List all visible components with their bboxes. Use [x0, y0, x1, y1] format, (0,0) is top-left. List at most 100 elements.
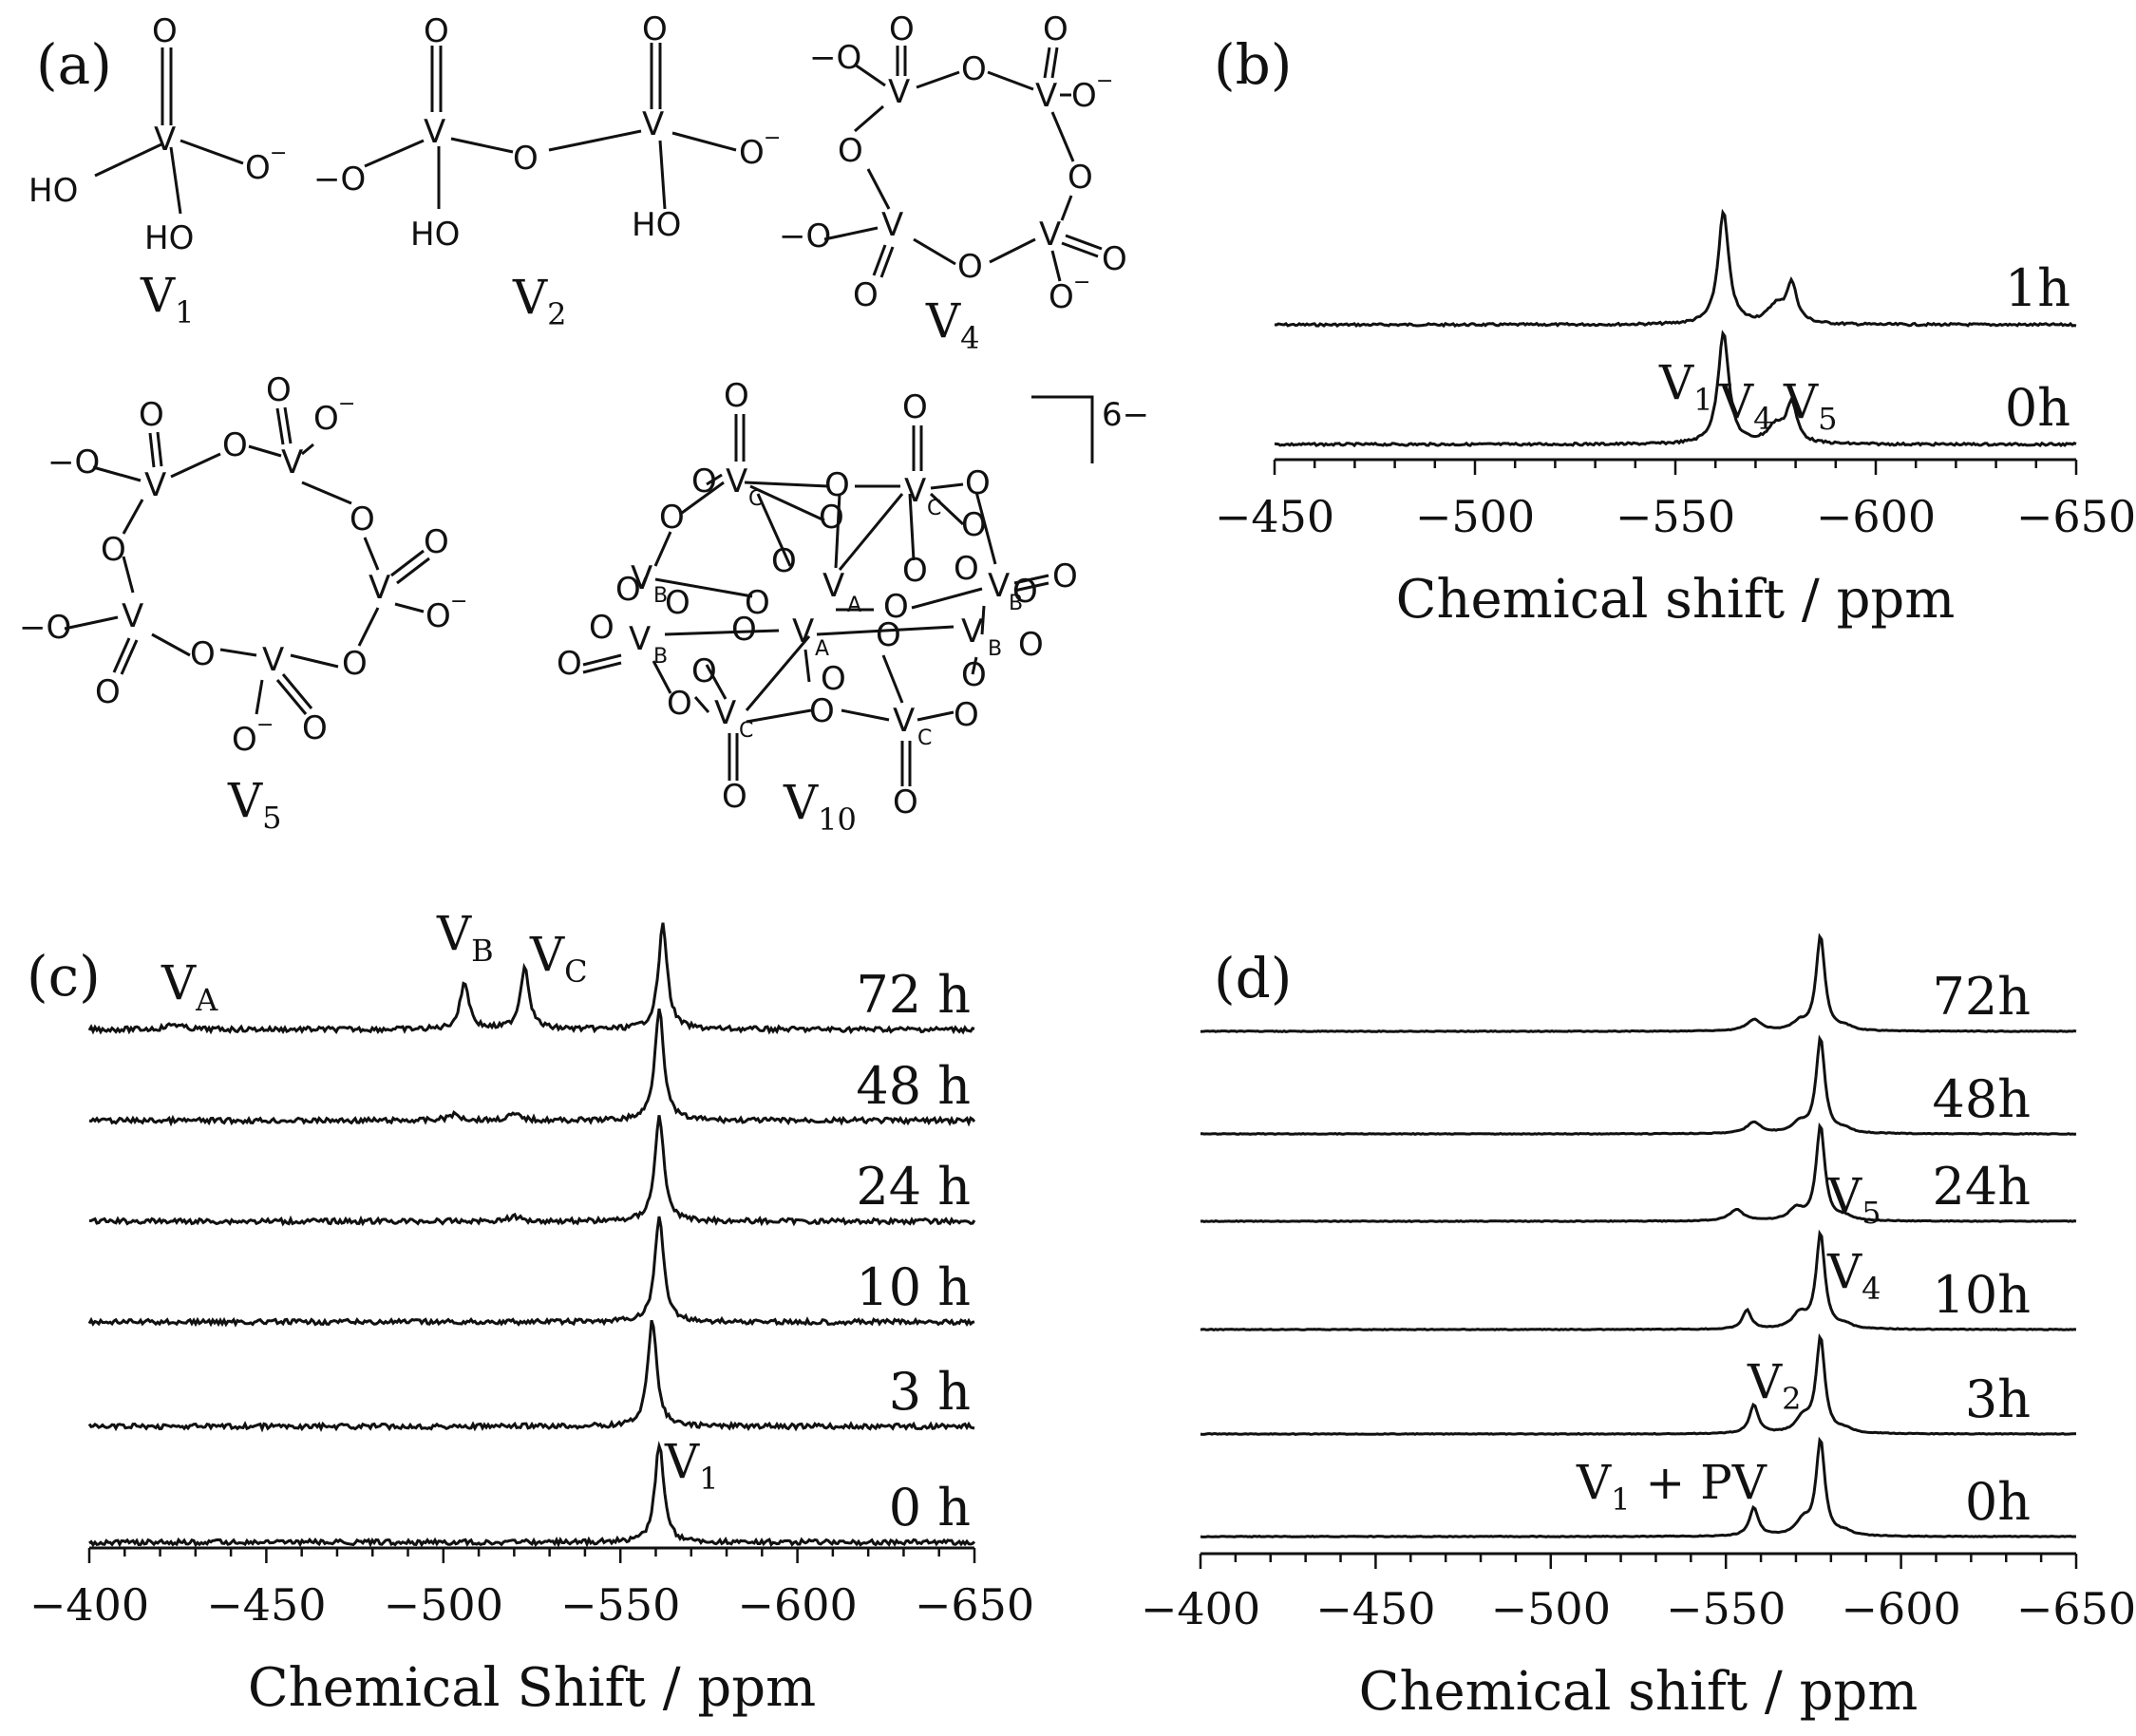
peak-annotation: V5 — [1826, 1168, 1881, 1231]
spectrum-24h — [1200, 1122, 2077, 1223]
svg-text:−O: −O — [809, 39, 861, 77]
peak-annotation: V5 — [1783, 374, 1837, 437]
x-tick-label: −550 — [1666, 1583, 1786, 1634]
series-label: 1h — [2005, 258, 2070, 318]
svg-text:O: O — [771, 542, 797, 580]
svg-text:O: O — [659, 499, 685, 537]
svg-text:O: O — [245, 149, 271, 187]
svg-text:HO: HO — [632, 206, 681, 244]
svg-text:O: O — [101, 531, 126, 569]
structure-v2: O V −O HO O O V HO O− V2 — [313, 10, 781, 332]
svg-text:V: V — [822, 567, 844, 605]
spectrum-10h — [1200, 1229, 2077, 1331]
svg-text:O: O — [139, 396, 164, 434]
svg-text:V: V — [154, 121, 176, 159]
x-tick-label: −500 — [1415, 491, 1535, 542]
x-axis-title: Chemical shift / ppm — [1359, 1661, 1919, 1723]
svg-text:V: V — [714, 694, 736, 732]
svg-text:O: O — [1068, 159, 1093, 197]
peak-annotation: VC — [529, 927, 588, 990]
svg-text:V: V — [988, 567, 1010, 605]
svg-text:O: O — [1043, 10, 1068, 48]
svg-text:V: V — [893, 702, 915, 740]
svg-text:O: O — [889, 10, 915, 48]
svg-text:O: O — [724, 377, 749, 415]
spectrum-24h — [88, 1115, 976, 1227]
svg-text:O: O — [902, 552, 928, 590]
svg-text:O: O — [809, 692, 835, 730]
svg-text:V: V — [281, 443, 303, 481]
svg-text:O: O — [1018, 626, 1044, 664]
x-tick-label: −450 — [1215, 491, 1334, 542]
x-tick-label: −600 — [737, 1579, 857, 1631]
svg-text:−O: −O — [313, 160, 366, 198]
peak-annotation: V1 + PV — [1576, 1455, 1767, 1518]
spectrum-0h — [1274, 330, 2077, 448]
svg-text:−: − — [450, 590, 467, 613]
panel-label-d: (d) — [1214, 946, 1292, 1010]
series-label: 0h — [1965, 1472, 2031, 1532]
svg-text:−O: −O — [19, 609, 71, 647]
panel-label-c: (c) — [27, 944, 101, 1009]
svg-text:HO: HO — [410, 216, 460, 254]
svg-text:O: O — [961, 50, 987, 88]
svg-text:V: V — [369, 569, 390, 607]
panel-label-a: (a) — [36, 32, 112, 97]
svg-text:−: − — [1096, 69, 1113, 93]
svg-text:V: V — [424, 113, 445, 151]
svg-text:O: O — [954, 696, 979, 734]
svg-text:V: V — [642, 105, 664, 143]
svg-text:−: − — [256, 713, 274, 737]
spectrum-0h — [88, 1441, 976, 1548]
series-label: 48h — [1933, 1069, 2032, 1129]
series-label: 24h — [1933, 1157, 2032, 1217]
svg-text:O: O — [902, 388, 928, 426]
peak-annotation: VA — [161, 955, 218, 1018]
svg-text:V: V — [1039, 216, 1061, 254]
svg-text:O: O — [425, 597, 451, 635]
svg-text:O: O — [342, 645, 368, 683]
svg-text:O: O — [954, 550, 979, 588]
spectrum-1h — [1274, 208, 2077, 329]
svg-text:V: V — [881, 206, 903, 244]
series-label: 0h — [2005, 378, 2070, 438]
svg-text:O: O — [302, 709, 328, 747]
svg-text:O: O — [824, 466, 850, 504]
peak-annotation: V1 — [664, 1434, 718, 1497]
svg-text:O: O — [424, 523, 449, 561]
x-tick-label: −500 — [1491, 1583, 1611, 1634]
spectrum-72h — [87, 922, 975, 1035]
x-tick-label: −600 — [1841, 1583, 1960, 1634]
panel-a: (a) O V HO HO O− V1 O V −O HO — [19, 10, 1149, 838]
series-label: 72 h — [856, 965, 971, 1025]
series-label: 10h — [1933, 1265, 2032, 1325]
svg-text:O: O — [615, 571, 641, 609]
spectrum-48h — [1200, 1034, 2077, 1136]
svg-text:O: O — [190, 635, 216, 673]
peak-annotation: VB — [436, 906, 494, 969]
svg-text:O: O — [893, 783, 918, 821]
svg-text:HO: HO — [144, 219, 194, 257]
panel-label-b: (b) — [1214, 32, 1292, 97]
x-tick-label: −450 — [206, 1579, 326, 1631]
svg-text:O: O — [642, 10, 668, 48]
x-tick-label: −400 — [29, 1579, 149, 1631]
svg-text:−O: −O — [779, 217, 831, 255]
spectrum-3h — [1200, 1332, 2077, 1436]
spectrum-72h — [1200, 933, 2077, 1033]
svg-text:V: V — [262, 641, 284, 679]
peak-annotation: V4 — [1718, 374, 1772, 437]
series-label: 48 h — [856, 1056, 971, 1116]
spectrum-3h — [87, 1319, 975, 1433]
spectrum-0h — [1200, 1436, 2077, 1538]
svg-text:V: V — [961, 613, 983, 651]
x-tick-label: −450 — [1315, 1583, 1435, 1634]
label-v1: V1 — [140, 268, 194, 330]
svg-text:B: B — [1009, 592, 1023, 615]
label-v4: V4 — [925, 293, 979, 356]
spectrum-10h — [87, 1216, 975, 1328]
x-tick-label: −550 — [560, 1579, 680, 1631]
svg-text:O: O — [876, 616, 901, 654]
